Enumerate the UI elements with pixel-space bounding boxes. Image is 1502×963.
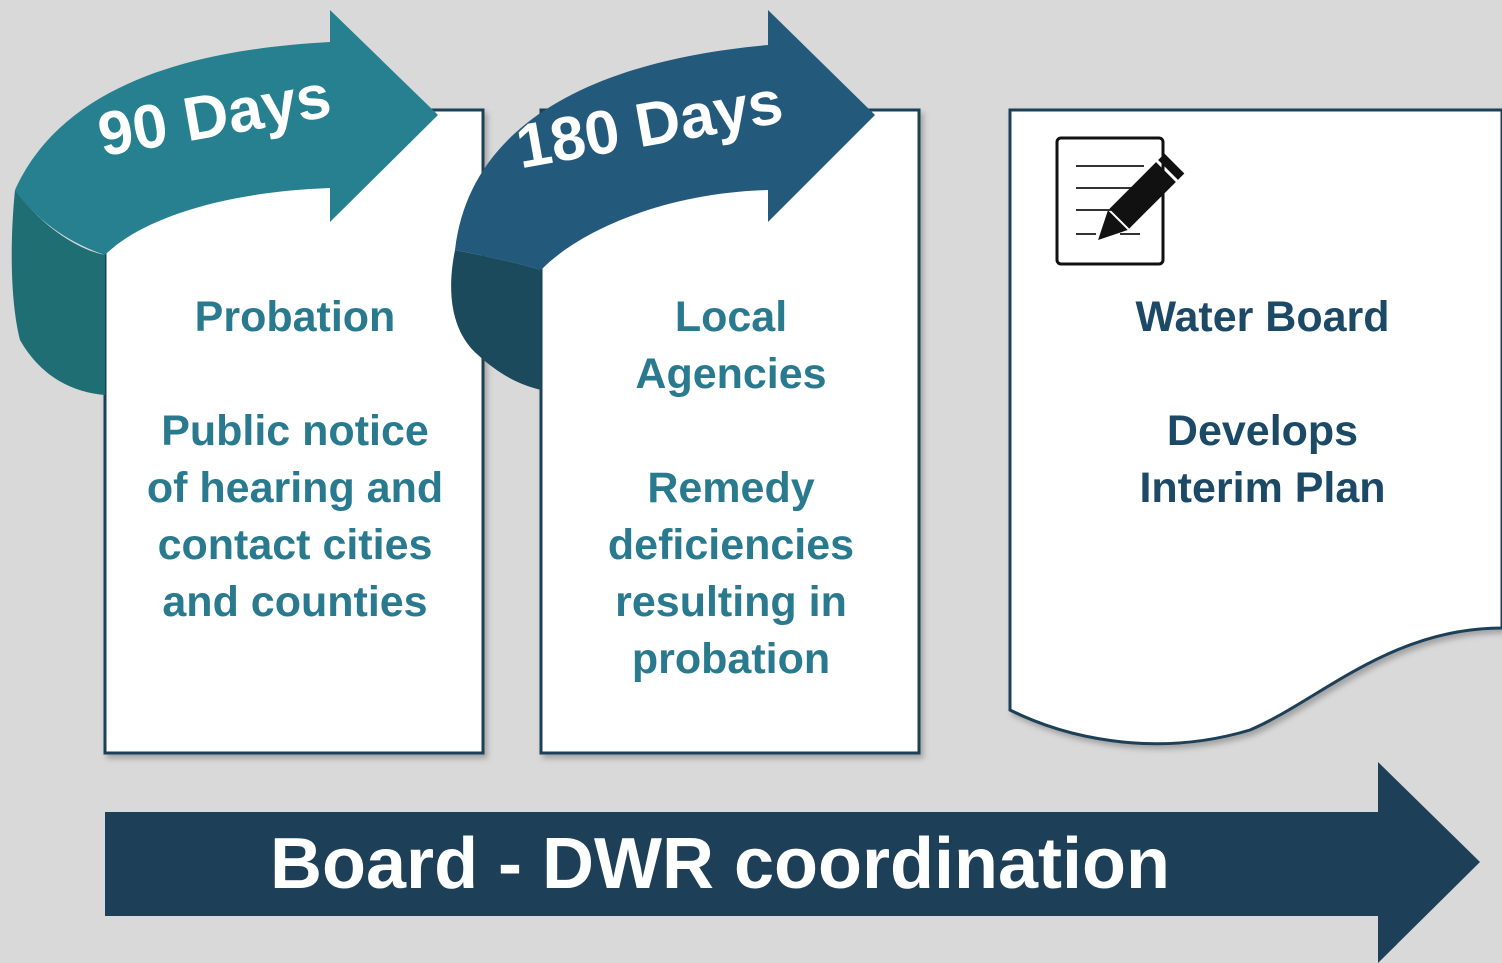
local-agencies-body-line: Remedy (647, 464, 815, 512)
probation-body-line: Public notice (161, 407, 429, 455)
coordination-label: Board - DWR coordination (270, 824, 1170, 904)
local-agencies-text: Local Agencies Remedy deficiencies resul… (541, 289, 921, 688)
probation-body-line: contact cities (157, 521, 433, 569)
water-board-title: Water Board (1135, 293, 1390, 341)
ninety-days-arrow: 90 Days (11, 10, 438, 395)
local-agencies-body-line: resulting in (615, 578, 847, 626)
water-board-card (1008, 108, 1502, 746)
document-pencil-icon (1055, 136, 1185, 266)
probation-body-line: of hearing and (146, 464, 444, 512)
probation-title: Probation (194, 293, 396, 341)
water-board-body-line: Interim Plan (1139, 464, 1386, 512)
water-board-text: Water Board Develops Interim Plan (1070, 289, 1455, 517)
probation-body-line: and counties (162, 578, 428, 626)
local-agencies-title-line: Agencies (635, 350, 827, 398)
local-agencies-title-line: Local (674, 293, 788, 341)
one-eighty-days-arrow: 180 Days (451, 10, 875, 390)
local-agencies-body-line: deficiencies (607, 521, 855, 569)
probation-text: Probation Public notice of hearing and c… (105, 289, 485, 631)
water-board-body-line: Develops (1166, 407, 1359, 455)
coordination-arrow (105, 762, 1480, 963)
local-agencies-body-line: probation (631, 635, 831, 683)
